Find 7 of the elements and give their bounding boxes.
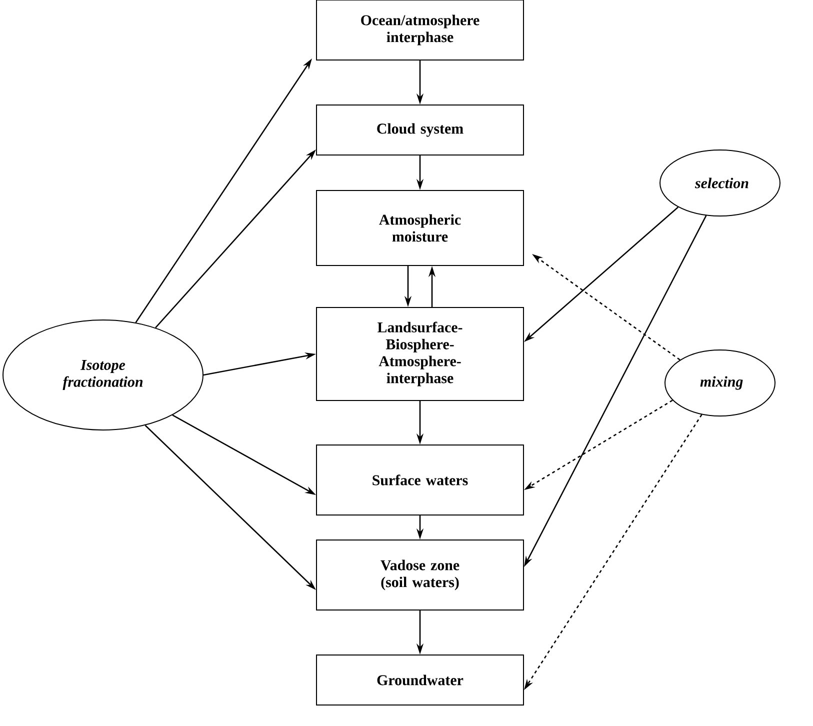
process-box: Surface waters [316, 444, 524, 516]
process-box: Cloud system [316, 104, 524, 156]
process-box: Ocean/atmosphere interphase [316, 0, 524, 60]
process-box: Landsurface- Biosphere- Atmosphere- interphase [316, 307, 524, 401]
process-box: Groundwater [316, 654, 524, 706]
process-box: Atmospheric moisture [316, 190, 524, 266]
process-box: Vadose zone (soil waters) [316, 540, 524, 610]
